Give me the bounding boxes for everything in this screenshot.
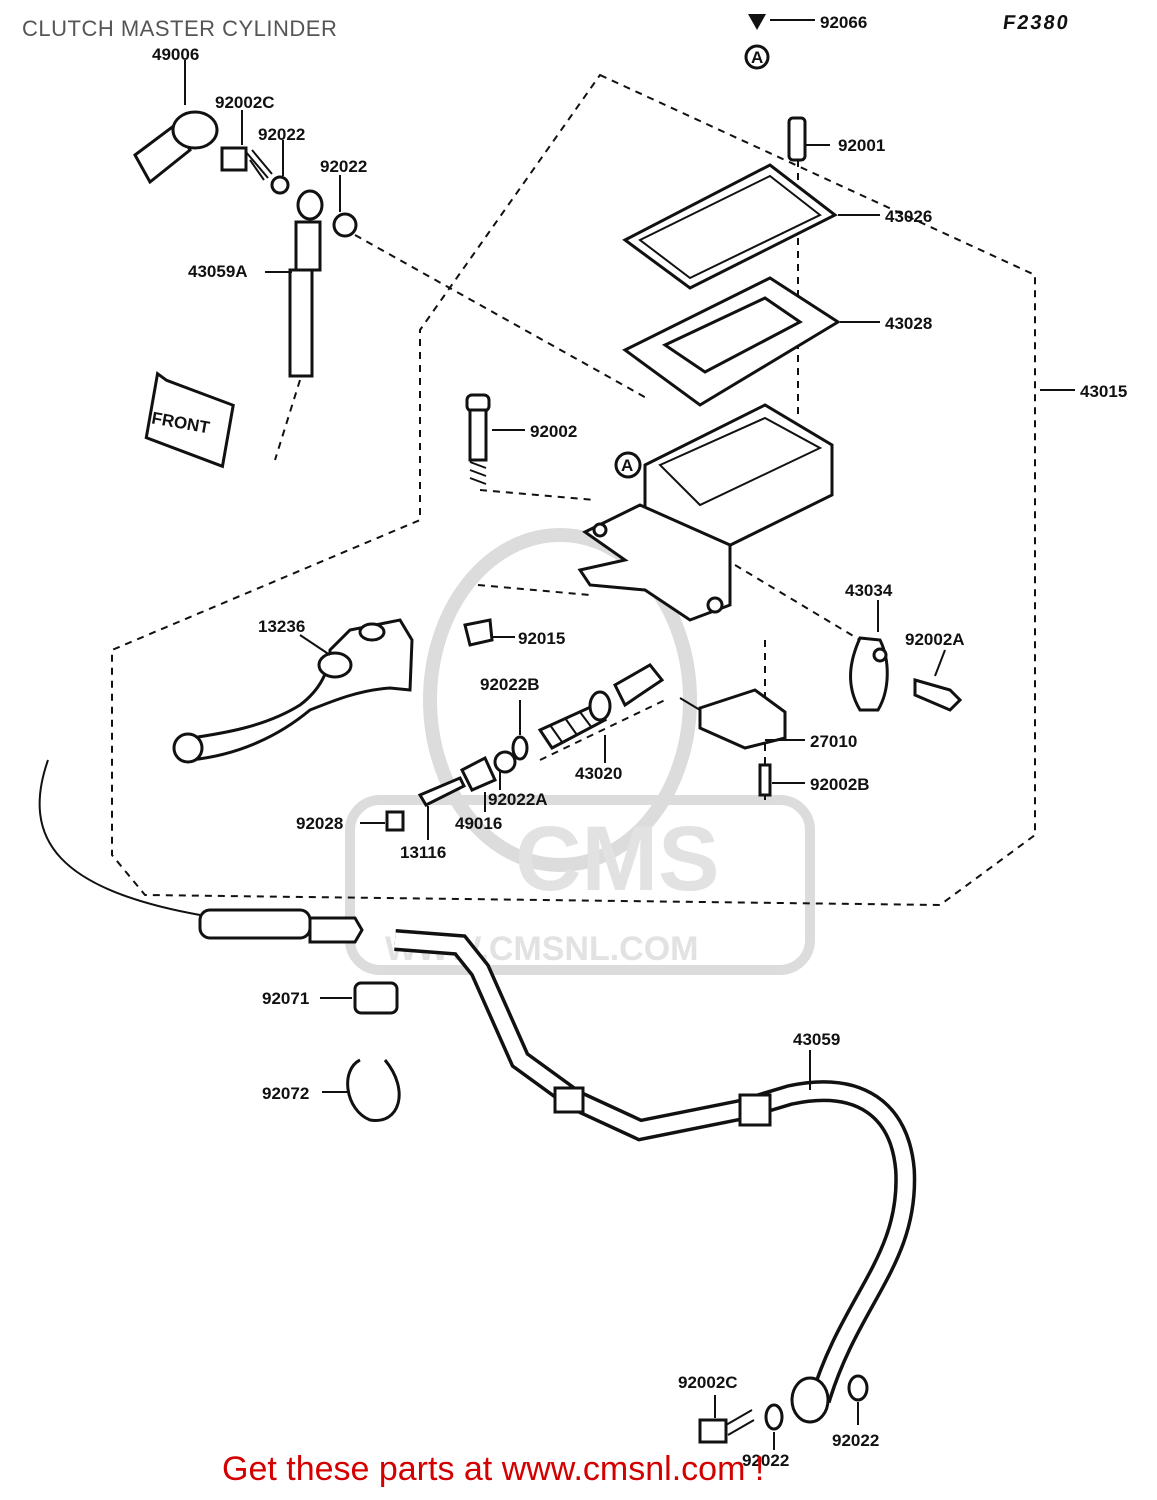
label-92072: 92072 [262, 1084, 309, 1103]
footer-link-text[interactable]: Get these parts at www.cmsnl.com ! [222, 1450, 765, 1488]
label-13236: 13236 [258, 617, 305, 636]
watermark-brand: CMS [515, 808, 719, 910]
label-92022a: 92022A [488, 790, 548, 809]
label-92002b: 92002B [810, 775, 870, 794]
label-43028: 43028 [885, 314, 932, 333]
part-13116-push-rod[interactable] [417, 776, 467, 840]
part-49006-elbow[interactable] [133, 60, 219, 185]
ref-marker-a-top [744, 44, 770, 70]
part-92022-washer-c[interactable] [764, 1403, 784, 1431]
watermark-logo-ring [423, 528, 697, 872]
part-92022-washer-b[interactable] [332, 212, 358, 238]
diagram-title: CLUTCH MASTER CYLINDER [22, 16, 338, 41]
label-49016: 49016 [455, 814, 502, 833]
label-92002c-bottom: 92002C [678, 1373, 738, 1392]
label-92002: 92002 [530, 422, 577, 441]
label-92015: 92015 [518, 629, 565, 648]
part-92001-screw[interactable] [787, 116, 830, 162]
part-13236-lever[interactable] [172, 618, 414, 764]
front-direction-marker: FRONT [144, 371, 235, 469]
watermark: CMS WWW.CMSNL.COM [345, 528, 815, 975]
label-13116: 13116 [400, 843, 446, 862]
part-49016-pushrod-seal[interactable] [459, 750, 517, 812]
label-43020: 43020 [575, 764, 622, 783]
part-27010-switch[interactable] [679, 688, 805, 750]
part-92015-nut[interactable] [463, 618, 515, 647]
part-43028-diaphragm[interactable] [622, 276, 880, 407]
label-92022-c: 92022 [742, 1451, 789, 1470]
label-43034: 43034 [845, 581, 893, 600]
part-92071-boot[interactable] [320, 981, 399, 1015]
part-92022-washer-d[interactable] [847, 1374, 869, 1402]
label-92066: 92066 [820, 13, 867, 32]
part-92066-cap[interactable] [748, 14, 815, 30]
assembly-boundary [111, 73, 1036, 907]
part-92072-clamp[interactable] [322, 1058, 401, 1122]
label-92002a: 92002A [905, 630, 965, 649]
part-92022b-washer[interactable] [511, 735, 529, 761]
label-92022b: 92022B [480, 675, 540, 694]
label-92022-a: 92022 [258, 125, 305, 144]
watermark-badge [345, 795, 815, 975]
part-43034-clamp[interactable] [849, 600, 889, 712]
label-92071: 92071 [262, 989, 309, 1008]
label-43015: 43015 [1080, 382, 1127, 401]
label-49006: 49006 [152, 45, 199, 64]
part-92002b-screw[interactable] [758, 763, 805, 797]
part-92028-bushing[interactable] [360, 810, 405, 832]
part-92002a-bolt[interactable] [913, 649, 963, 712]
part-43026-reservoir-cap[interactable] [622, 163, 880, 290]
part-43059-clutch-hose[interactable] [394, 929, 917, 1424]
part-92002c-banjo-bolt-top[interactable] [220, 110, 273, 181]
label-43026: 43026 [885, 207, 932, 226]
ref-marker-a-body [614, 451, 642, 479]
label-92002c-top: 92002C [215, 93, 275, 112]
label-43059: 43059 [793, 1030, 840, 1049]
part-92002c-banjo-bolt-bottom[interactable] [698, 1395, 755, 1444]
part-43059a-hose[interactable] [265, 189, 324, 378]
part-labels: 92066 49006 92002C 92022 92022 43059A 92… [152, 13, 1127, 1470]
label-92022-d: 92022 [832, 1431, 879, 1450]
label-43059a: 43059A [188, 262, 248, 281]
ref-marker-a-top-label: A [751, 48, 763, 67]
ref-marker-a-body-label: A [621, 456, 633, 475]
part-43020-piston-kit[interactable] [537, 663, 666, 763]
label-92001: 92001 [838, 136, 885, 155]
part-43015-master-cylinder[interactable] [577, 389, 1075, 622]
label-92028: 92028 [296, 814, 343, 833]
part-92002-bolt[interactable] [465, 393, 525, 485]
clutch-cable-end [198, 908, 364, 944]
part-92022-washer-a[interactable] [270, 175, 290, 195]
label-92022-b: 92022 [320, 157, 367, 176]
label-27010: 27010 [810, 732, 857, 751]
